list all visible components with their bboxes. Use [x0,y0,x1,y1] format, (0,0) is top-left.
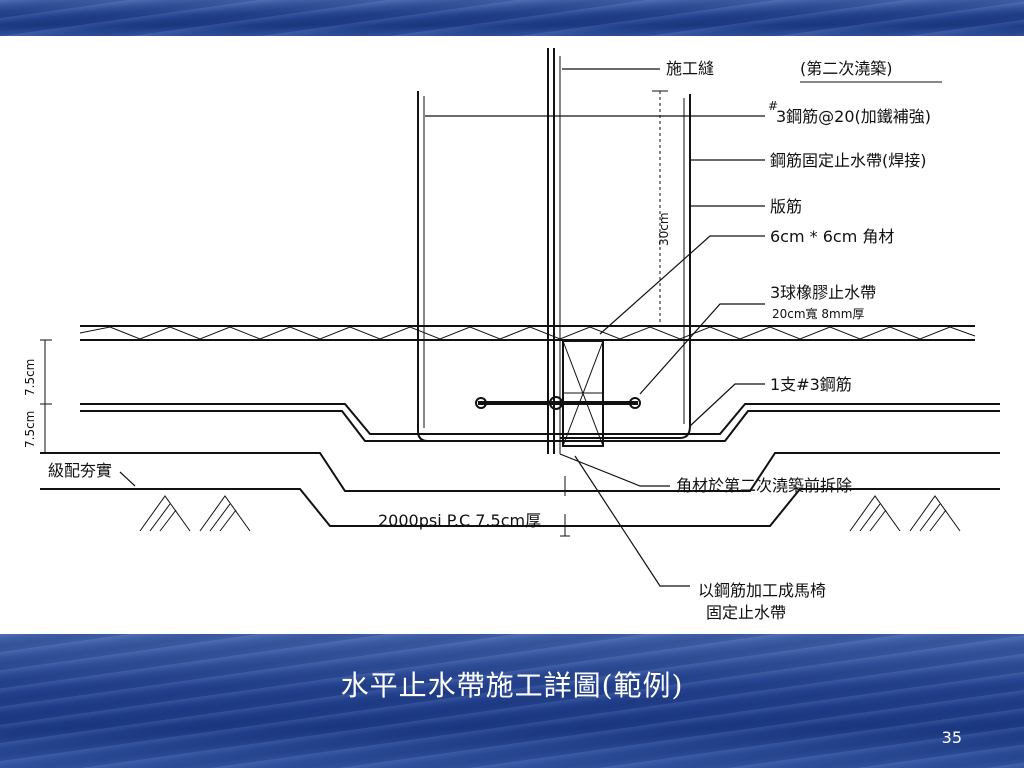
label-second-pour: (第二次澆築) [800,59,893,78]
label-pc-thickness: 2000psi P.C 7.5cm厚 [378,511,541,530]
upper-slab-hatch [79,326,976,340]
lower-slab-top [80,403,1000,435]
lower-slab-bottom [80,410,1000,442]
waterstop-bulb-center [549,396,563,410]
subgrade-hatch-left [139,495,251,532]
label-rebar-mark: # [768,99,778,113]
label-angle-removed: 角材於第二次澆築前拆除 [676,476,852,495]
label-one-rebar: 1支#3鋼筋 [770,375,852,394]
page-number: 35 [941,728,962,747]
waterstop-diagram: 施工縫 (第二次澆築) # 3鋼筋@20(加鐵補強) 鋼筋固定止水帶(焊接) 版… [23,48,1000,622]
label-dim-30: 30cm [657,212,671,246]
subgrade-hatch-right [849,495,961,532]
wall-rebar-right [560,94,691,439]
label-dim-75-bottom: 7.5cm [23,411,37,448]
pc-dim-line [560,476,570,537]
subgrade-line [40,488,1000,527]
top-water-band [0,0,1024,36]
label-slab-rebar: 版筋 [770,197,802,216]
label-construction-joint: 施工縫 [666,59,714,78]
waterstop-bulb-left [475,397,487,409]
dim-75-line [40,339,52,454]
label-angle-steel: 6cm * 6cm 角材 [770,227,894,246]
bottom-water-band [0,634,1024,768]
pc-base-line [40,452,1000,492]
leader-lines [119,68,765,587]
label-chair-line2: 固定止水帶 [706,603,786,622]
label-rebar-fix-waterstop: 鋼筋固定止水帶(焊接) [770,151,927,170]
slide-title: 水平止水帶施工詳圖(範例) [340,669,684,702]
label-dim-75-top: 7.5cm [23,359,37,396]
label-rubber-waterstop-size: 20cm寬 8mm厚 [772,306,864,321]
label-graded-fill: 級配夯實 [48,461,112,480]
wall-rebar-left [417,91,548,442]
label-rebar-3: 3鋼筋@20(加鐵補強) [776,107,931,126]
label-rubber-waterstop: 3球橡膠止水帶 [770,283,876,302]
waterstop-bulb-right [629,397,641,409]
label-chair-line1: 以鋼筋加工成馬椅 [698,581,826,600]
